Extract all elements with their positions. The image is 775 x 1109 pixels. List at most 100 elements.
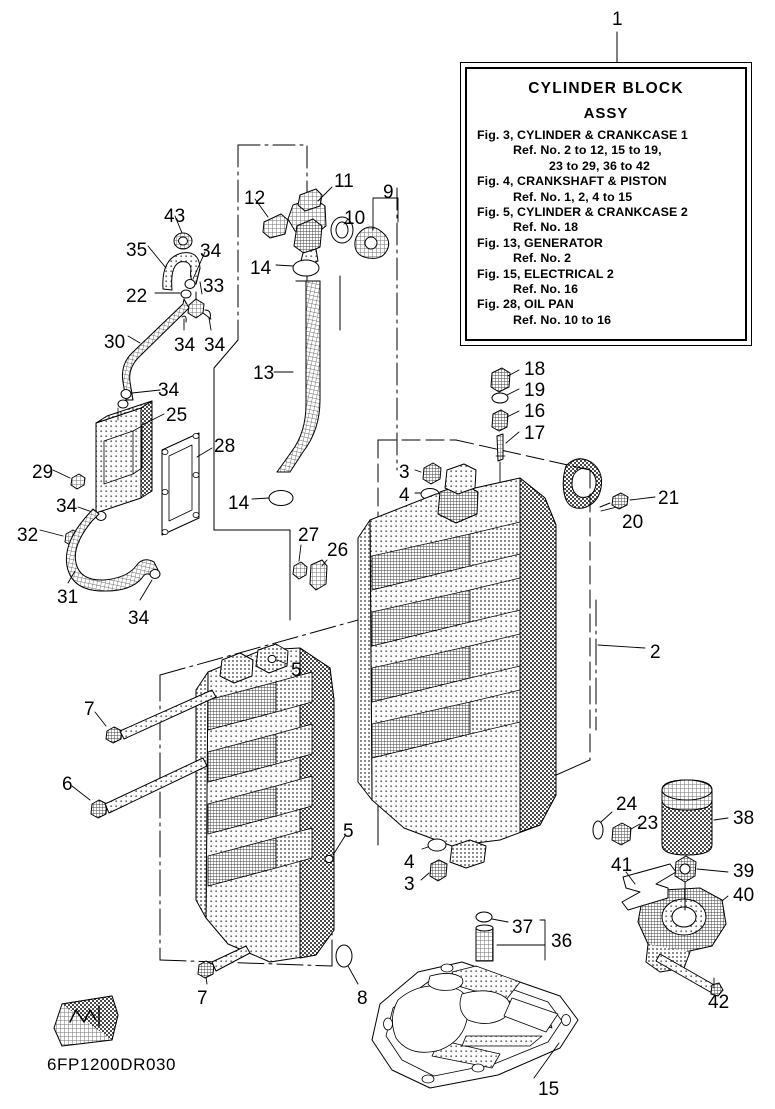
callout-number-24: 24 xyxy=(616,794,638,815)
part-11-thermostat-housing xyxy=(287,186,333,267)
part-14a-oring xyxy=(275,259,320,277)
part-22-connector xyxy=(154,289,192,299)
part-33-fitting xyxy=(187,281,212,320)
part-36-tube xyxy=(475,919,546,962)
part-26-fitting xyxy=(309,559,328,591)
callout-number-34: 34 xyxy=(200,241,222,262)
part-42-bolt xyxy=(655,953,724,997)
part-16-sensor xyxy=(491,409,520,432)
callout-number-34: 34 xyxy=(174,335,196,356)
legend-subtitle: ASSY xyxy=(583,105,629,122)
part-number-label: 6FP1200DR030 xyxy=(47,1055,177,1074)
callout-number-18: 18 xyxy=(524,359,546,380)
legend-line: Ref. No. 16 xyxy=(513,282,579,297)
part-35-elbow xyxy=(147,245,201,291)
callout-number-34: 34 xyxy=(128,608,150,629)
legend-line: Fig. 5, CYLINDER & CRANKCASE 2 xyxy=(477,205,688,220)
callout-number-14: 14 xyxy=(228,493,250,514)
callout-number-7: 7 xyxy=(84,699,95,720)
part-21-bolt xyxy=(611,492,656,510)
callout-number-16: 16 xyxy=(524,401,546,422)
callout-number-23: 23 xyxy=(637,813,659,834)
callout-number-2: 2 xyxy=(650,642,661,663)
callout-number-10: 10 xyxy=(344,208,366,229)
callout-number-15: 15 xyxy=(538,1079,560,1100)
callout-number-17: 17 xyxy=(524,423,546,444)
legend-line: Fig. 3, CYLINDER & CRANKCASE 1 xyxy=(477,128,688,142)
part-14b-oring xyxy=(251,490,294,506)
callout-number-1: 1 xyxy=(612,9,623,30)
legend-inner-frame: CYLINDER BLOCK ASSY Fig. 3, CYLINDER & C… xyxy=(465,67,747,341)
part-41-gasket-strip xyxy=(621,863,677,911)
callout-number-4: 4 xyxy=(404,852,415,873)
part-29-fitting xyxy=(52,469,86,490)
callout-number-34: 34 xyxy=(204,335,226,356)
part-9-thermostat-cover xyxy=(354,197,399,259)
callout-number-26: 26 xyxy=(327,540,349,561)
part-31-hose xyxy=(65,508,159,592)
part-39-bolt xyxy=(674,855,729,883)
legend-title: CYLINDER BLOCK xyxy=(528,80,684,97)
part-3a-plug xyxy=(414,462,442,485)
callout-number-34: 34 xyxy=(158,380,180,401)
part-27-fitting xyxy=(292,544,308,580)
brand-emblem xyxy=(53,995,119,1047)
legend-line: Fig. 15, ELECTRICAL 2 xyxy=(477,266,614,281)
legend-line: Fig. 28, OIL PAN xyxy=(477,297,574,312)
part-18-cap xyxy=(490,367,520,393)
legend-line: Fig. 13, GENERATOR xyxy=(477,235,603,250)
callout-number-5: 5 xyxy=(343,821,354,842)
callout-number-41: 41 xyxy=(611,855,633,876)
legend-line: 23 to 29, 36 to 42 xyxy=(549,158,650,173)
callout-number-40: 40 xyxy=(733,885,755,906)
part-20-bracket xyxy=(562,458,618,512)
callout-number-6: 6 xyxy=(62,774,73,795)
callout-number-32: 32 xyxy=(17,525,39,546)
part-6-bolt xyxy=(71,757,208,819)
callout-number-20: 20 xyxy=(622,512,644,533)
callout-number-9: 9 xyxy=(383,182,394,203)
part-12-nipple xyxy=(254,198,289,239)
part-30-hose xyxy=(122,298,190,401)
part-25-housing xyxy=(95,399,165,514)
callout-number-25: 25 xyxy=(166,405,188,426)
part-7b-bolt xyxy=(197,945,251,985)
part-2-cylinder-block xyxy=(357,463,646,869)
part-34b-clip xyxy=(181,315,187,331)
part-4b-oring xyxy=(421,838,447,852)
legend-reference-list: Fig. 3, CYLINDER & CRANKCASE 1 Ref. No. 2… xyxy=(477,128,735,328)
part-34f-clip xyxy=(139,569,161,601)
part-37-oring xyxy=(475,911,509,923)
callout-number-14: 14 xyxy=(250,258,272,279)
callout-number-7: 7 xyxy=(197,988,208,1009)
part-43-seal xyxy=(173,215,193,250)
callout-number-11: 11 xyxy=(334,171,354,192)
callout-number-43: 43 xyxy=(164,206,186,227)
legend-line: Ref. No. 1, 2, 4 to 15 xyxy=(513,189,633,204)
callout-number-3: 3 xyxy=(404,874,415,895)
callout-number-29: 29 xyxy=(32,462,54,483)
callout-number-8: 8 xyxy=(357,988,368,1009)
callout-number-37: 37 xyxy=(512,917,534,938)
part-13-water-tube xyxy=(273,280,321,473)
callout-number-12: 12 xyxy=(244,188,266,209)
legend-line: Ref. No. 18 xyxy=(513,220,579,235)
callout-number-13: 13 xyxy=(253,363,275,384)
callout-number-39: 39 xyxy=(733,861,755,882)
callout-number-22: 22 xyxy=(126,286,148,307)
part-24-oring xyxy=(592,811,613,840)
callout-number-35: 35 xyxy=(126,240,148,261)
callout-number-3: 3 xyxy=(399,462,410,483)
callout-number-31: 31 xyxy=(57,587,79,608)
legend-line: Ref. No. 2 xyxy=(513,251,572,266)
part-38-oil-filter xyxy=(661,779,729,856)
part-28-gasket xyxy=(161,432,213,536)
legend-line: Ref. No. 10 to 16 xyxy=(513,312,612,327)
legend-box: CYLINDER BLOCK ASSY Fig. 3, CYLINDER & C… xyxy=(460,62,752,346)
part-7a-bolt xyxy=(94,689,217,744)
legend-line: Fig. 4, CRANKSHAFT & PISTON xyxy=(477,174,667,189)
callout-number-30: 30 xyxy=(104,332,126,353)
callout-number-36: 36 xyxy=(551,931,573,952)
